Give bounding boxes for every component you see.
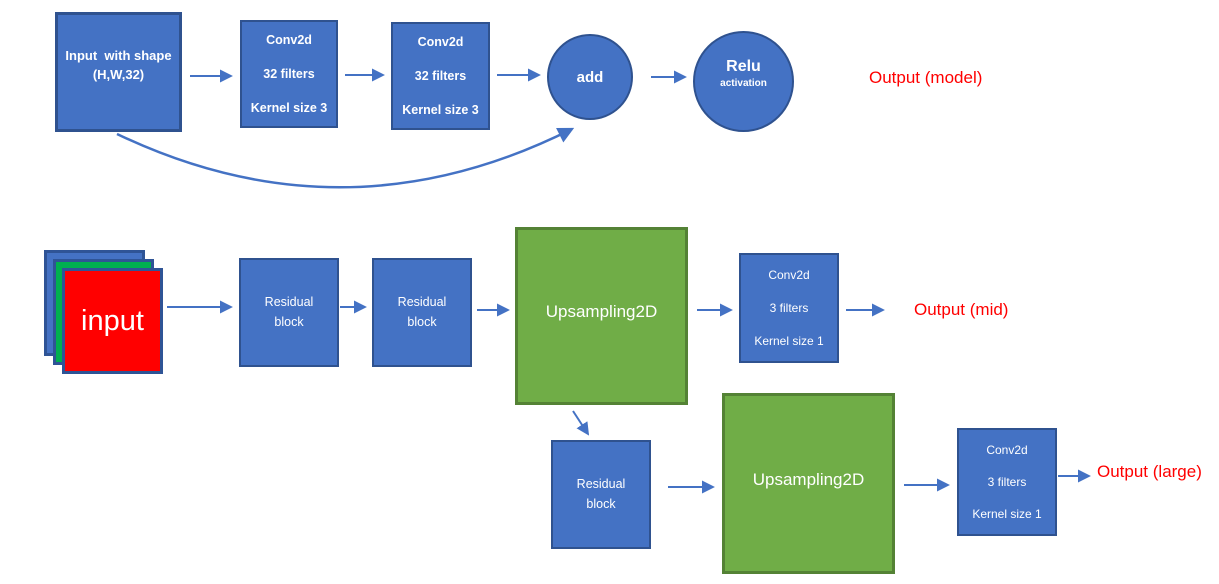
output-model-label: Output (model) [869,68,983,87]
input-shape-line-1: Input with shape [65,48,172,64]
conv2d-3-filters-box-large: Conv2d 3 filters Kernel size 1 [957,428,1057,536]
conv-a-line-1: Conv2d [266,33,312,47]
residual-3-line-1: Residual [576,477,626,492]
upsampling2d-box-2: Upsampling2D [722,393,895,574]
relu-activation-node: Relu activation [693,31,794,132]
residual-block-1: Residual block [239,258,339,367]
conv2d-3-filters-box-mid: Conv2d 3 filters Kernel size 1 [739,253,839,363]
add-node-label: add [576,68,604,86]
upsampling-1-label: Upsampling2D [545,302,658,321]
conv-mid-line-1: Conv2d [768,268,810,282]
input-shape-box: Input with shape (H,W,32) [55,12,182,132]
conv-large-line-1: Conv2d [986,443,1028,457]
conv-mid-line-2: 3 filters [769,301,809,315]
residual-2-line-1: Residual [397,295,447,310]
conv-b-line-3: Kernel size 3 [402,103,479,117]
conv-a-line-2: 32 filters [263,67,315,81]
residual-2-line-2: block [407,314,437,329]
add-node: add [547,34,633,120]
conv-b-line-1: Conv2d [417,35,464,49]
residual-block-3: Residual block [551,440,651,549]
relu-node-sublabel: activation [720,77,767,89]
residual-1-line-2: block [274,314,304,329]
conv2d-32-filters-box-2: Conv2d 32 filters Kernel size 3 [391,22,490,130]
input-stack-label: input [81,304,144,337]
residual-3-line-2: block [586,496,616,511]
conv-mid-line-3: Kernel size 1 [754,334,824,348]
input-shape-line-2: (H,W,32) [92,67,145,82]
conv2d-32-filters-box-1: Conv2d 32 filters Kernel size 3 [240,20,338,128]
input-stack-layer-red: input [62,268,163,374]
upsampling2d-box-1: Upsampling2D [515,227,688,405]
conv-a-line-3: Kernel size 3 [250,101,328,115]
output-mid-label: Output (mid) [914,300,1009,319]
conv-large-line-2: 3 filters [987,475,1027,489]
arrow-skip-connection [116,127,575,189]
conv-b-line-2: 32 filters [414,69,467,83]
arrow-upsampling-1-to-residual-3 [572,410,590,436]
output-large-label: Output (large) [1097,462,1202,481]
residual-block-2: Residual block [372,258,472,367]
conv-large-line-3: Kernel size 1 [972,507,1042,521]
upsampling-2-label: Upsampling2D [752,469,865,489]
relu-node-label: Relu [726,58,761,76]
residual-1-line-1: Residual [264,295,314,310]
